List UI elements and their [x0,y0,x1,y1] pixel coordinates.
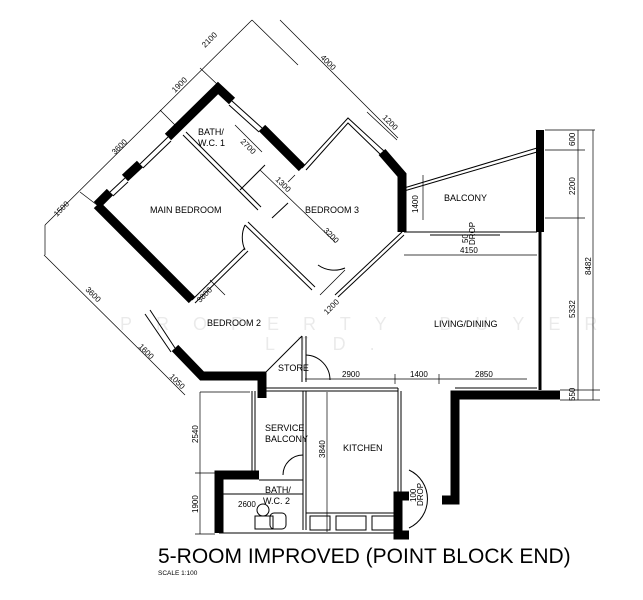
dim-600: 600 [568,132,577,146]
drop-100: 100 [409,488,418,502]
dim-1600: 1600 [137,342,156,361]
dim-550: 550 [568,387,577,401]
room-bedroom-2: BEDROOM 2 [207,318,261,328]
room-bath-wc2-line2: W.C. 2 [263,496,290,506]
dim-1400-balcony: 1400 [411,195,420,213]
drop-50: 50 [461,234,470,243]
room-store: STORE [278,363,309,373]
drop-50-label: DROP [468,222,477,245]
dim-1900-bath: 1900 [191,495,200,513]
dim-1050: 1050 [168,372,187,391]
dim-2100: 2100 [200,30,219,49]
dim-1200-top: 1200 [381,113,400,132]
room-labels: BATH/ W.C. 1 MAIN BEDROOM BEDROOM 3 BALC… [150,127,498,506]
dim-3200: 3200 [322,226,341,245]
room-bath-wc2: BATH/ [265,485,291,495]
watermark-line2: LTD. [265,334,399,354]
dimension-lines [43,19,600,535]
dim-4000: 4000 [319,53,338,72]
dim-4150: 4150 [460,246,478,255]
room-bath-wc1-line2: W.C. 1 [198,138,225,148]
dim-1400-living: 1400 [410,370,428,379]
plan-scale: SCALE 1:100 [158,570,198,577]
dim-3600: 3600 [110,137,129,156]
room-balcony: BALCONY [444,193,487,203]
plan-title: 5-ROOM IMPROVED (POINT BLOCK END) [158,545,571,568]
dimension-labels: 2100 4000 1900 3600 1500 1200 2700 1300 … [52,30,593,513]
room-bedroom-3: BEDROOM 3 [305,205,359,215]
dim-3800: 3800 [195,285,214,304]
room-service-balcony-line2: BALCONY [265,434,308,444]
drop-100-label: DROP [416,483,425,506]
dim-1300: 1300 [274,175,293,194]
watermark: PROPERTY BUYER PTE. [120,314,643,334]
dim-3600-left: 3600 [84,285,103,304]
dim-8482: 8482 [584,257,593,275]
dim-2200: 2200 [568,177,577,195]
dim-2600: 2600 [238,500,256,509]
dim-3840: 3840 [318,440,327,458]
dim-2900: 2900 [342,370,360,379]
dim-2850: 2850 [475,370,493,379]
dim-5332: 5332 [568,300,577,318]
room-kitchen: KITCHEN [343,443,383,453]
room-living-dining: LIVING/DINING [434,319,498,329]
dim-2700: 2700 [239,137,258,156]
walls [93,81,560,540]
room-service-balcony: SERVICE [265,423,304,433]
dim-2540: 2540 [191,425,200,443]
room-bath-wc1: BATH/ [198,127,224,137]
partitions [109,100,538,534]
room-main-bedroom: MAIN BEDROOM [150,205,222,215]
